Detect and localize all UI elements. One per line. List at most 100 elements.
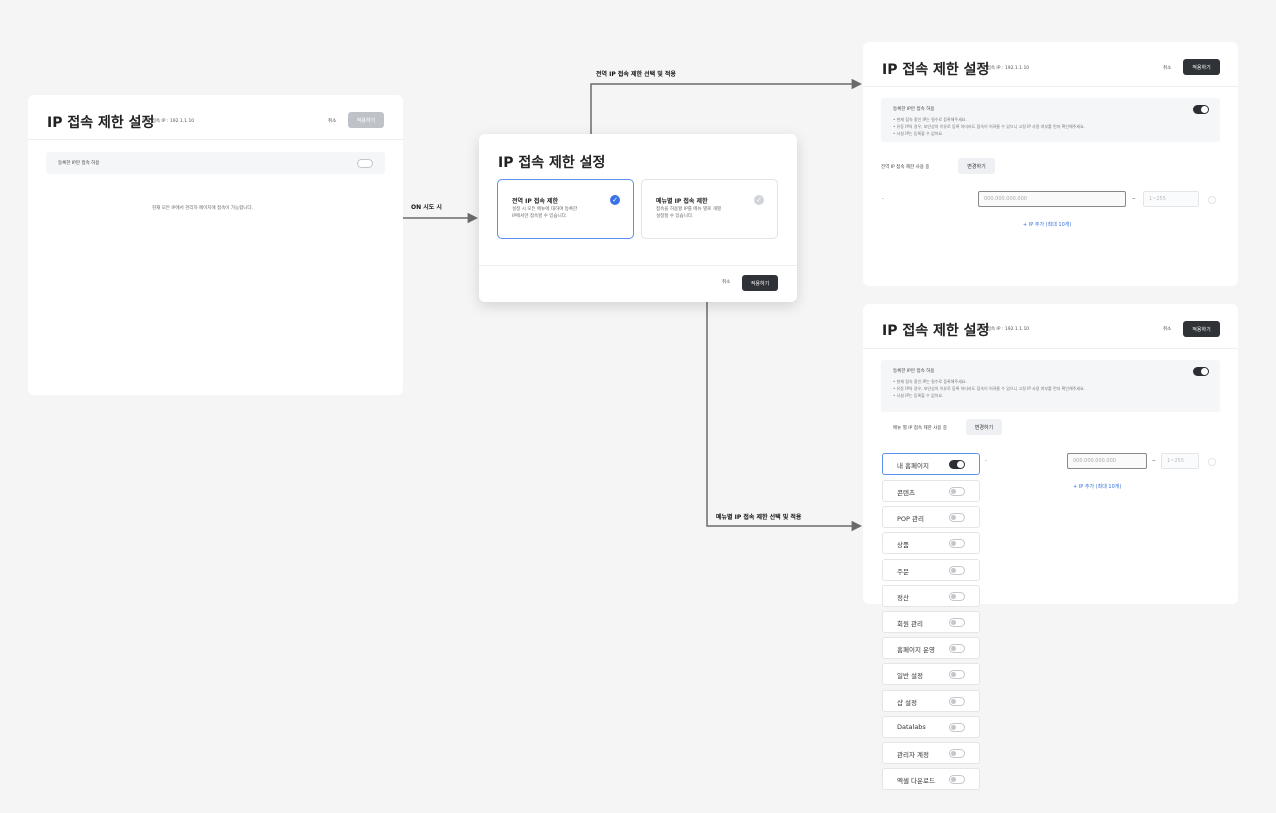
add-ip-button[interactable]: + IP 추가 (최대 10개): [1073, 484, 1122, 490]
range-separator: ~: [1132, 197, 1136, 202]
ip-input[interactable]: 000.000.000.000: [1067, 453, 1147, 469]
current-ip: 현재 접속 IP : 192.1.1.10: [977, 327, 1030, 332]
menu-toggle[interactable]: [949, 487, 965, 496]
menu-label: 정산: [897, 594, 909, 602]
restriction-modal: IP 접속 제한 설정 전역 IP 접속 제한 설정 시 모든 메뉴에 대하여 …: [479, 134, 797, 302]
option-global-title: 전역 IP 접속 제한: [512, 198, 559, 205]
current-ip: 현재 접속 IP : 192.1.1.10: [142, 119, 195, 124]
menu-label: 상품: [897, 541, 909, 549]
header-divider: [863, 348, 1238, 349]
annotation-menu-apply: 메뉴별 IP 접속 제한 선택 및 적용: [716, 514, 802, 521]
menu-toggle[interactable]: [949, 618, 965, 627]
header-divider: [28, 139, 403, 140]
menu-label: Datalabs: [897, 723, 926, 731]
menu-item-orders[interactable]: 주문: [882, 559, 980, 581]
allow-toggle[interactable]: [357, 159, 373, 168]
range-input[interactable]: 1~255: [1143, 191, 1199, 207]
menu-toggle[interactable]: [949, 723, 965, 732]
ip-row-dash: -: [985, 459, 987, 464]
menu-label: 엑셀 다운로드: [897, 777, 935, 785]
page-title: IP 접속 제한 설정: [882, 62, 990, 78]
notes: • 현재 접속 중인 IP는 필수로 등록해주세요. • 유동 IP의 경우, …: [893, 379, 1085, 398]
annotation-on-click: ON 시도 시: [411, 204, 442, 211]
menu-toggle[interactable]: [949, 697, 965, 706]
modal-title: IP 접속 제한 설정: [498, 155, 606, 171]
allow-panel: [46, 152, 385, 174]
menu-item-settlement[interactable]: 정산: [882, 585, 980, 607]
menu-item-homepage-ops[interactable]: 홈페이지 운영: [882, 637, 980, 659]
menu-toggle[interactable]: [949, 644, 965, 653]
menu-item-members[interactable]: 회원 관리: [882, 611, 980, 633]
allow-toggle[interactable]: [1193, 105, 1209, 114]
menu-item-contents[interactable]: 콘텐츠: [882, 480, 980, 502]
menu-item-my-homepage[interactable]: 내 홈페이지: [882, 453, 980, 475]
empty-message: 현재 모든 IP에서 관리자 페이지에 접속이 가능합니다.: [152, 206, 253, 211]
option-menu[interactable]: 메뉴별 IP 접속 제한 접속을 허용할 IP를 메뉴 별로 개별 설정할 수 …: [641, 179, 778, 239]
ip-input[interactable]: 000.000.000.000: [978, 191, 1126, 207]
menu-toggle[interactable]: [949, 775, 965, 784]
notes: • 현재 접속 중인 IP는 필수로 등록해주세요. • 유동 IP의 경우, …: [893, 117, 1085, 136]
menu-toggle[interactable]: [949, 513, 965, 522]
modal-cancel-button[interactable]: 취소: [722, 280, 731, 285]
page-title: IP 접속 제한 설정: [882, 323, 990, 339]
option-menu-desc: 접속을 허용할 IP를 메뉴 별로 개별 설정할 수 있습니다.: [656, 207, 722, 219]
allow-label: 등록한 IP만 접속 허용: [893, 107, 935, 112]
menu-label: 콘텐츠: [897, 489, 915, 497]
screen-global: IP 접속 제한 설정 현재 접속 IP : 192.1.1.10 취소 적용하…: [863, 42, 1238, 286]
remove-icon[interactable]: [1208, 196, 1216, 204]
option-global[interactable]: 전역 IP 접속 제한 설정 시 모든 메뉴에 대하여 등록한 IP에서만 접속…: [497, 179, 634, 239]
menu-toggle[interactable]: [949, 749, 965, 758]
menu-label: POP 관리: [897, 515, 924, 523]
mode-label: 전역 IP 접속 제한 사용 중: [881, 165, 930, 170]
option-menu-title: 메뉴별 IP 접속 제한: [656, 198, 708, 205]
menu-toggle[interactable]: [949, 592, 965, 601]
remove-icon[interactable]: [1208, 458, 1216, 466]
menu-toggle[interactable]: [949, 670, 965, 679]
menu-item-admin-accounts[interactable]: 관리자 계정: [882, 742, 980, 764]
menu-label: 관리자 계정: [897, 751, 929, 759]
cancel-button[interactable]: 취소: [1163, 327, 1172, 332]
cancel-button[interactable]: 취소: [1163, 66, 1172, 71]
add-ip-button[interactable]: + IP 추가 (최대 10개): [1023, 222, 1072, 228]
range-input[interactable]: 1~255: [1161, 453, 1199, 469]
allow-label: 등록한 IP만 접속 허용: [58, 161, 100, 166]
change-button[interactable]: 변경하기: [966, 419, 1002, 435]
check-unselected-icon: ✓: [754, 195, 764, 205]
menu-item-datalabs[interactable]: Datalabs: [882, 716, 980, 738]
cancel-button[interactable]: 취소: [328, 119, 337, 124]
option-global-desc: 설정 시 모든 메뉴에 대하여 등록한 IP에서만 접속할 수 있습니다.: [512, 207, 578, 219]
menu-label: 홈페이지 운영: [897, 646, 935, 654]
menu-item-pop[interactable]: POP 관리: [882, 506, 980, 528]
allow-panel: [881, 360, 1220, 412]
header-divider: [863, 86, 1238, 87]
menu-item-shop-settings[interactable]: 샵 설정: [882, 690, 980, 712]
check-selected-icon: ✓: [610, 195, 620, 205]
modal-footer-divider: [479, 265, 797, 266]
menu-label: 주문: [897, 568, 909, 576]
current-ip: 현재 접속 IP : 192.1.1.10: [977, 66, 1030, 71]
menu-item-products[interactable]: 상품: [882, 532, 980, 554]
apply-button[interactable]: 적용하기: [1183, 59, 1220, 75]
menu-item-general-settings[interactable]: 일반 설정: [882, 663, 980, 685]
menu-item-excel-download[interactable]: 엑셀 다운로드: [882, 768, 980, 790]
screen-initial: IP 접속 제한 설정 현재 접속 IP : 192.1.1.10 취소 적용하…: [28, 95, 403, 395]
range-separator: ~: [1152, 459, 1156, 464]
apply-button[interactable]: 적용하기: [1183, 321, 1220, 337]
allow-label: 등록한 IP만 접속 허용: [893, 369, 935, 374]
modal-apply-button[interactable]: 적용하기: [742, 275, 778, 291]
menu-toggle[interactable]: [949, 539, 965, 548]
change-button[interactable]: 변경하기: [958, 158, 995, 174]
mode-label: 메뉴 별 IP 접속 제한 사용 중: [893, 426, 948, 431]
allow-toggle[interactable]: [1193, 367, 1209, 376]
menu-label: 일반 설정: [897, 672, 923, 680]
menu-toggle[interactable]: [949, 566, 965, 575]
menu-label: 샵 설정: [897, 699, 918, 707]
menu-toggle[interactable]: [949, 460, 965, 469]
menu-label: 내 홈페이지: [897, 462, 929, 470]
menu-label: 회원 관리: [897, 620, 923, 628]
connector-menu: [706, 220, 863, 532]
apply-button[interactable]: 적용하기: [348, 112, 384, 128]
allow-panel: [881, 98, 1220, 142]
annotation-global-apply: 전역 IP 접속 제한 선택 및 적용: [596, 71, 676, 78]
ip-row-dash: -: [882, 197, 884, 202]
